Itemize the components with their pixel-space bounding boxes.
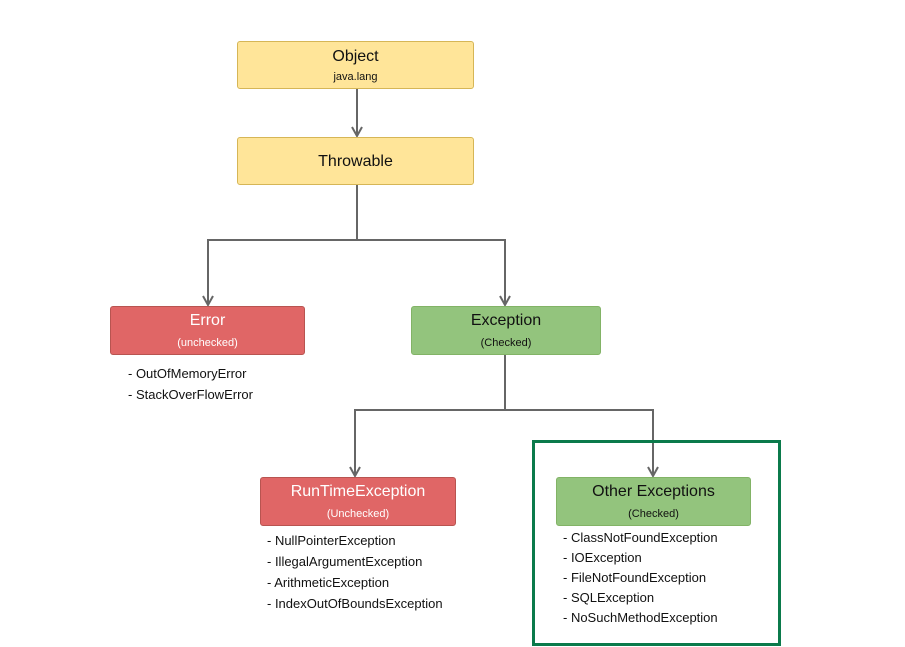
throwable-title: Throwable (318, 152, 393, 170)
list-item: - IOException (563, 550, 642, 565)
connector-throwable-to-exception (357, 239, 505, 305)
runtime-exception-title: RunTimeException (290, 483, 426, 500)
error-subtitle: (unchecked) (177, 337, 238, 349)
other-exceptions-title: Other Exceptions (592, 483, 715, 500)
other-exceptions-examples-list: - ClassNotFoundException - IOException -… (563, 528, 718, 628)
exception-node: Exception (Checked) (411, 306, 601, 355)
list-item: - ClassNotFoundException (563, 530, 718, 545)
object-node: Object java.lang (237, 41, 474, 89)
list-item: - FileNotFoundException (563, 570, 707, 585)
list-item: - NullPointerException (267, 533, 396, 548)
throwable-node: Throwable (237, 137, 474, 185)
list-item: - IndexOutOfBoundsException (267, 596, 443, 611)
exception-title: Exception (470, 312, 542, 329)
list-item: - NoSuchMethodException (563, 610, 718, 625)
connector-exception-to-runtime (355, 355, 506, 476)
list-item: - IllegalArgumentException (267, 554, 423, 569)
runtime-examples-list: - NullPointerException - IllegalArgument… (267, 530, 443, 614)
other-exceptions-subtitle: (Checked) (628, 508, 679, 520)
list-item: - OutOfMemoryError (128, 366, 247, 381)
connector-throwable-to-error (208, 185, 358, 305)
runtime-exception-subtitle: (Unchecked) (326, 508, 390, 520)
other-exceptions-highlight-frame (532, 440, 781, 646)
error-examples-list: - OutOfMemoryError - StackOverFlowError (128, 363, 253, 405)
list-item: - ArithmeticException (267, 575, 390, 590)
object-title: Object (332, 47, 379, 65)
error-title: Error (189, 312, 226, 329)
runtime-exception-node: RunTimeException (Unchecked) (260, 477, 456, 526)
list-item: - SQLException (563, 590, 655, 605)
error-node: Error (unchecked) (110, 306, 305, 355)
list-item: - StackOverFlowError (128, 387, 253, 402)
object-subtitle: java.lang (333, 70, 378, 83)
exception-subtitle: (Checked) (480, 337, 532, 349)
other-exceptions-node: Other Exceptions (Checked) (556, 477, 751, 526)
connector-exception-to-other (505, 409, 653, 476)
